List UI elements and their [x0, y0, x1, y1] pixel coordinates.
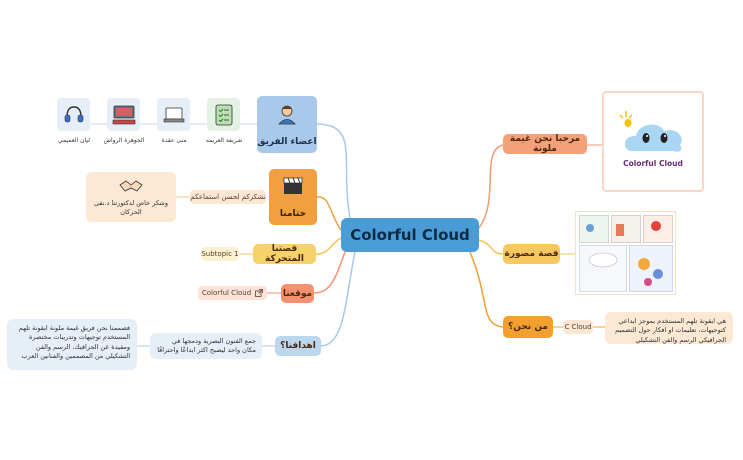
goals-note: فصممنا نحن فريق غيمة ملونة ايقونة تلهم ا…	[7, 319, 137, 370]
logo-text: Colorful Cloud	[623, 159, 683, 168]
topic-team[interactable]: اعضاء الفريق	[257, 96, 317, 153]
conclusion-note-text: وشكر خاص لدكتورتنا د.نفى الحركان	[94, 199, 168, 217]
topic-site[interactable]: موقعنا	[281, 284, 314, 303]
subtopic-c-cloud[interactable]: C Cloud	[563, 320, 593, 334]
computer-icon	[112, 105, 135, 124]
clapperboard-icon	[283, 177, 303, 194]
about-note: هي ايقونة تلهم المستخدم بموجز ابداعي كتو…	[605, 312, 733, 344]
comic-image	[575, 211, 676, 295]
topic-conclusion-label: ختامنا	[279, 209, 307, 219]
goals-subtopic[interactable]: جمع الفنون البصرية ودمجها في مكان واحد ل…	[150, 333, 262, 359]
person-icon	[278, 105, 296, 125]
member-name-2: منى عقدة	[161, 137, 187, 144]
cloud-logo-icon	[619, 111, 682, 152]
handshake-icon	[119, 180, 143, 192]
site-link[interactable]: Colorful Cloud	[198, 286, 267, 300]
topic-welcome[interactable]: مرحبا نحن غيمة ملونة	[503, 134, 587, 154]
site-link-label: Colorful Cloud	[201, 289, 252, 297]
member-card-2[interactable]	[157, 98, 190, 131]
member-card-4[interactable]	[57, 98, 90, 131]
topic-conclusion[interactable]: ختامنا	[269, 169, 317, 225]
central-topic[interactable]: Colorful Cloud	[341, 218, 479, 252]
member-name-1: شريفة العريمه	[205, 137, 243, 144]
checklist-icon	[215, 104, 232, 125]
member-card-1[interactable]	[207, 98, 240, 131]
topic-comic[interactable]: قصة مصورة	[503, 244, 560, 264]
subtopic-1[interactable]: Subtopic 1	[201, 247, 239, 261]
topic-goals[interactable]: اهدافنا؟	[275, 336, 321, 356]
topic-about[interactable]: من نحن؟	[503, 316, 553, 338]
headset-icon	[64, 105, 83, 122]
member-card-3[interactable]	[107, 98, 140, 131]
subtopic-thanks[interactable]: نشكركم لحسن استماعكم	[190, 190, 266, 204]
topic-story[interactable]: قصتنا المتحركة	[253, 244, 316, 264]
member-name-4: ليان العميمي	[58, 137, 90, 144]
logo-card: Colorful Cloud	[602, 91, 704, 192]
member-name-3: الجوهرة الرواش	[103, 137, 145, 144]
external-link-icon	[255, 289, 264, 297]
comic-panel	[579, 215, 609, 243]
topic-team-label: اعضاء الفريق	[257, 137, 317, 147]
conclusion-note: وشكر خاص لدكتورتنا د.نفى الحركان	[86, 172, 176, 222]
laptop-icon	[163, 107, 184, 122]
